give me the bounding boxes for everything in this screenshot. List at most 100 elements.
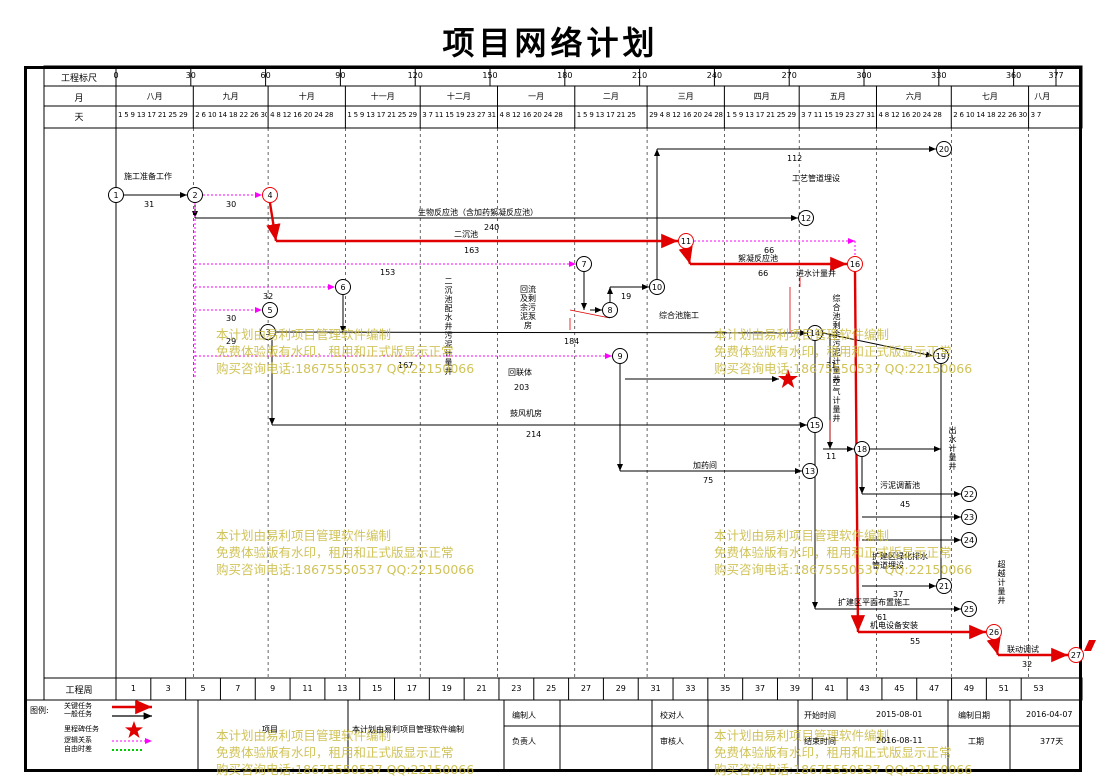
task-dur-11: 11 xyxy=(826,452,837,461)
node-20[interactable]: 20 xyxy=(936,141,952,157)
task-label-prep: 施工准备工作 xyxy=(124,172,172,181)
arrow-tie xyxy=(569,309,611,319)
task-label-commission: 联动调试 xyxy=(1007,645,1039,654)
task-dur-75: 75 xyxy=(703,476,714,485)
task-label-bio: 生物反应池（含加药絮凝反应池） xyxy=(418,208,538,217)
task-label-lianti: 回联体 xyxy=(508,368,532,377)
week-cell: 3 xyxy=(165,684,171,693)
task-label-sludge-tank: 污泥调蓄池 xyxy=(880,481,920,490)
node-13[interactable]: 13 xyxy=(802,463,818,479)
legend-item-normal: 一般任务 xyxy=(64,710,92,718)
node-26[interactable]: 26 xyxy=(986,624,1002,640)
footer-end-value: 2016-08-11 xyxy=(876,736,923,745)
legend-title: 图例: xyxy=(30,706,49,715)
task-label-dosing: 加药间 xyxy=(693,461,717,470)
footer-end-label: 结束时间 xyxy=(804,737,836,746)
node-7[interactable]: 7 xyxy=(576,256,592,272)
end-flag-icon xyxy=(1084,640,1096,651)
week-cell: 35 xyxy=(720,684,731,693)
node-27[interactable]: 27 xyxy=(1068,647,1084,663)
node-4[interactable]: 4 xyxy=(262,187,278,203)
task-dur-203: 203 xyxy=(514,383,530,392)
week-cell: 47 xyxy=(929,684,940,693)
week-cell: 37 xyxy=(754,684,766,693)
day-cell: 3 7 xyxy=(1030,111,1042,119)
node-11[interactable]: 11 xyxy=(678,233,694,249)
week-cell: 49 xyxy=(963,684,975,693)
month-cell: 十月 xyxy=(298,92,315,101)
task-dur-7: 153 xyxy=(380,268,396,277)
arrow-normal xyxy=(822,332,934,358)
week-cell: 13 xyxy=(337,684,348,693)
task-label-sludge-meter: 综合池剩余污泥计量井 xyxy=(832,294,841,384)
day-cell: 3 7 11 15 19 23 27 31 xyxy=(801,111,875,119)
task-dur-214: 214 xyxy=(526,430,542,439)
month-cell: 九月 xyxy=(222,92,239,101)
footer-owner-label: 负责人 xyxy=(512,737,536,746)
task-dur-2cc: 163 xyxy=(464,246,480,255)
legend-star-icon xyxy=(125,721,143,738)
task-dur-16a: 66 xyxy=(764,246,775,255)
node-15[interactable]: 15 xyxy=(807,417,823,433)
task-dur-floc: 66 xyxy=(758,269,769,278)
node-6[interactable]: 6 xyxy=(335,279,351,295)
node-24[interactable]: 24 xyxy=(961,532,977,548)
day-cell: 3 7 11 15 19 23 27 31 xyxy=(422,111,496,119)
node-23[interactable]: 23 xyxy=(961,509,977,525)
week-cell: 17 xyxy=(406,684,418,693)
week-cell: 45 xyxy=(894,684,905,693)
node-12[interactable]: 12 xyxy=(798,210,814,226)
week-cell: 19 xyxy=(441,684,452,693)
node-16[interactable]: 16 xyxy=(847,256,863,272)
footer-checker-label: 校对人 xyxy=(660,711,684,720)
chart-frame xyxy=(24,66,1082,772)
month-cell: 七月 xyxy=(981,92,998,101)
day-cell: 4 8 12 16 20 24 28 xyxy=(499,111,563,119)
week-cell: 15 xyxy=(372,684,383,693)
day-cell: 4 8 12 16 20 24 28 xyxy=(270,111,334,119)
node-21[interactable]: 21 xyxy=(936,578,952,594)
footer-reviewer-label: 审核人 xyxy=(660,737,684,746)
node-3[interactable]: 3 xyxy=(260,324,276,340)
month-cell: 二月 xyxy=(602,92,619,101)
node-9[interactable]: 9 xyxy=(612,348,628,364)
arrow-critical xyxy=(986,636,1001,656)
week-cell: 51 xyxy=(998,684,1009,693)
node-19[interactable]: 19 xyxy=(933,348,949,364)
task-dur-32: 32 xyxy=(1022,660,1033,669)
task-label-floc: 絮凝反应池 xyxy=(738,254,778,263)
month-cell: 十一月 xyxy=(370,92,395,101)
node-14[interactable]: 14 xyxy=(807,325,823,341)
task-dur-45: 45 xyxy=(900,500,911,509)
legend-item-critical: 关键任务 xyxy=(64,702,92,710)
task-dur-10: 19 xyxy=(621,292,632,301)
task-label-pipe: 工艺管道埋设 xyxy=(792,174,840,183)
node-25[interactable]: 25 xyxy=(961,601,977,617)
task-dur-31: 31 xyxy=(826,361,837,370)
task-label-outlet: 出水计量井 xyxy=(948,426,957,471)
scale-label: 工程标尺 xyxy=(60,74,97,84)
task-dur-61: 61 xyxy=(877,613,888,622)
node-22[interactable]: 22 xyxy=(961,486,977,502)
page-title: 项目网络计划 xyxy=(442,24,659,62)
arrow-critical xyxy=(266,202,281,242)
node-1[interactable]: 1 xyxy=(108,187,124,203)
footer-duration-label: 工期 xyxy=(968,737,984,746)
node-5[interactable]: 5 xyxy=(262,302,278,318)
task-dur-bio: 240 xyxy=(484,223,500,232)
node-8[interactable]: 8 xyxy=(602,302,618,318)
month-cell: 八月 xyxy=(146,92,163,101)
node-2[interactable]: 2 xyxy=(187,187,203,203)
task-label-inlet: 进水计量井 xyxy=(796,269,836,278)
node-18[interactable]: 18 xyxy=(854,441,870,457)
node-10[interactable]: 10 xyxy=(649,279,665,295)
task-label-blower: 鼓风机房 xyxy=(510,409,542,418)
week-cell: 9 xyxy=(270,684,276,693)
week-cell: 7 xyxy=(235,684,241,693)
week-cell: 1 xyxy=(130,684,136,693)
task-dur-37: 37 xyxy=(893,590,904,599)
footer-start-label: 开始时间 xyxy=(804,711,836,720)
task-dur-3: 29 xyxy=(226,337,237,346)
